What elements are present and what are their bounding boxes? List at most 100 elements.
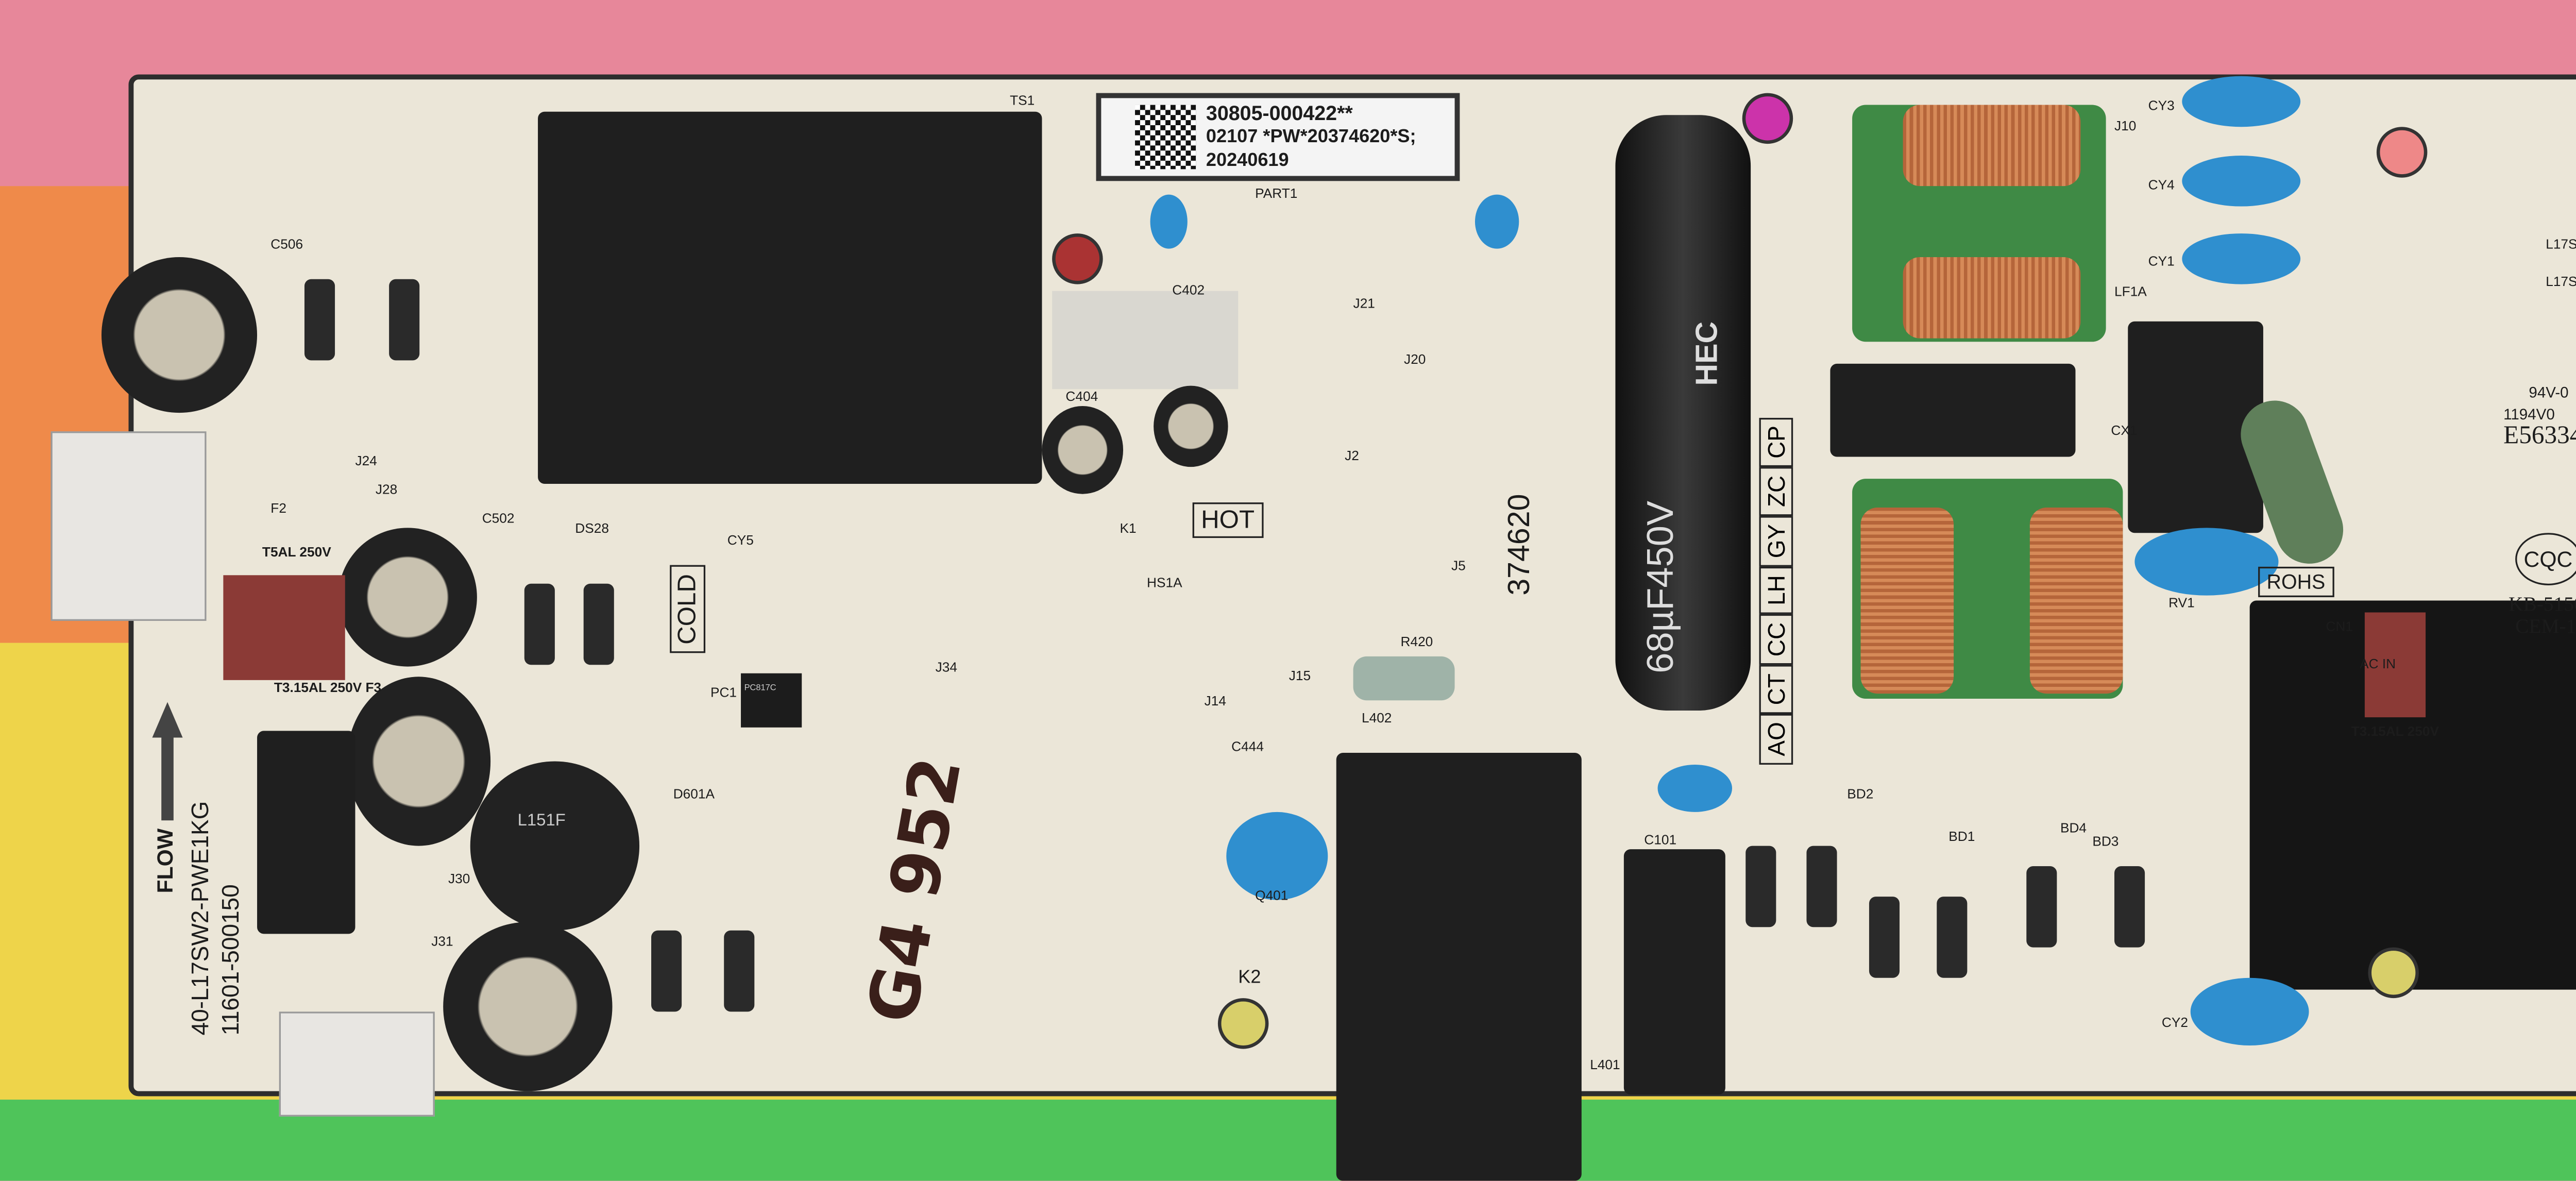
- inductor-marking: L151F: [517, 812, 566, 831]
- ref-pc1: PC1: [710, 685, 737, 701]
- flow-label: FLOW: [152, 828, 178, 893]
- x-capacitor-c402: [1052, 291, 1239, 390]
- qr-code-icon: [1135, 105, 1196, 170]
- inductor-l151f: [470, 761, 640, 931]
- varistor-rv1: [2134, 528, 2279, 596]
- ref-j31: J31: [431, 934, 453, 949]
- label-line1: 30805-000422**: [1206, 101, 1353, 125]
- ref-c404: C404: [1065, 389, 1098, 404]
- output-connector[interactable]: [50, 431, 207, 621]
- code-boxes: AO CT CC LH GY ZC CP: [1759, 417, 1793, 765]
- part-number: 11601-500150: [216, 884, 244, 1036]
- ref-cy4: CY4: [2148, 177, 2175, 193]
- fuse-f2-rating: T5AL 250V: [262, 545, 331, 560]
- ac-in-label: AC IN: [2360, 656, 2396, 672]
- ref-c444: C444: [1231, 739, 1264, 755]
- part1-text: PART1: [1255, 186, 1298, 201]
- ref-rv1: RV1: [2168, 595, 2195, 611]
- ref-k2: K2: [1238, 967, 1261, 988]
- bridge-diode: [1745, 846, 1776, 927]
- hot-zone-label: HOT: [1192, 502, 1263, 538]
- model-number: 40-L17SW2-PWE1KG: [186, 801, 213, 1036]
- ref-l401: L401: [1590, 1057, 1620, 1073]
- optocoupler-pc1: [741, 673, 802, 728]
- csa-rating: 1194V0: [2503, 406, 2555, 423]
- ref-bd1: BD1: [1948, 829, 1975, 845]
- cqc-mark: CQC: [2515, 533, 2576, 585]
- ref-j28: J28: [375, 482, 398, 498]
- bridge-diode-bd4: [2026, 866, 2057, 948]
- ref-c101: C101: [1644, 832, 1677, 848]
- laminate-grade: CEM-1: [2515, 614, 2576, 638]
- ref-j2: J2: [1345, 448, 1359, 464]
- ref-cy3: CY3: [2148, 98, 2175, 113]
- ref-d601a: D601A: [673, 786, 715, 802]
- ref-j15: J15: [1289, 668, 1311, 684]
- ref-ts1: TS1: [1010, 93, 1035, 109]
- laminate-code: KB-5150: [2508, 592, 2576, 616]
- capacitor-c404: [1042, 406, 1124, 494]
- choke-winding: [1903, 105, 2081, 187]
- rohs-label: ROHS: [2258, 566, 2334, 597]
- bridge-diode-bd1: [1937, 897, 1968, 978]
- main-transformer: [538, 111, 1042, 484]
- y-capacitor-cy2: [2190, 977, 2309, 1046]
- signal-connector[interactable]: [279, 1011, 435, 1117]
- y-capacitor-cy1: [2182, 233, 2301, 284]
- y-capacitor-cy4: [2182, 156, 2301, 207]
- ref-ds28: DS28: [575, 521, 609, 536]
- bridge-diode-bd2: [1806, 846, 1837, 927]
- ref-j21: J21: [1353, 296, 1375, 312]
- ref-j24: J24: [355, 453, 377, 469]
- l17sh-label: L17SH: [2546, 237, 2576, 252]
- capacitor-c101: [1623, 849, 1725, 1095]
- ref-bd3: BD3: [2092, 834, 2119, 850]
- board-code: 374620: [1502, 494, 1536, 596]
- label-line2: 02107 *PW*20374620*S;: [1206, 127, 1416, 147]
- capacitor-c502: [338, 528, 477, 667]
- ul-rating: 94V-0: [2529, 384, 2569, 401]
- mounting-hole: [2376, 127, 2428, 178]
- barcode-label: 30805-000422** 02107 *PW*20374620*S; 202…: [1096, 93, 1460, 181]
- ceramic-capacitor-c415: [1475, 194, 1519, 249]
- code-box: GY: [1759, 515, 1793, 567]
- fuse-f2-f3: [223, 575, 345, 680]
- x-capacitor: [1830, 363, 2076, 457]
- ref-lf1a: LF1A: [2114, 284, 2147, 300]
- capacitor-print: 68µF450V: [1639, 500, 1682, 673]
- l17sw-label: L17SW: [2546, 274, 2576, 290]
- ref-j10: J10: [2114, 118, 2137, 134]
- ref-j14: J14: [1204, 694, 1227, 709]
- label-line3: 20240619: [1206, 150, 1289, 171]
- ref-hs1a: HS1A: [1147, 575, 1182, 590]
- mounting-hole: [1052, 233, 1103, 284]
- ceramic-capacitor: [1657, 765, 1732, 812]
- capacitor-brand: HEC: [1689, 321, 1724, 386]
- diode: [389, 279, 420, 361]
- ref-j20: J20: [1404, 351, 1426, 367]
- ref-bd2: BD2: [1847, 786, 1874, 802]
- standby-transformer: [1336, 753, 1582, 1181]
- pwm-ic: [257, 731, 355, 934]
- ref-j5: J5: [1451, 558, 1466, 574]
- ref-j34: J34: [935, 660, 957, 675]
- choke-winding: [2029, 507, 2123, 694]
- code-box: AO: [1759, 713, 1793, 765]
- mounting-hole: [1742, 93, 1793, 144]
- capacitor: [347, 677, 491, 846]
- capacitor: [443, 922, 613, 1091]
- ul-file-number: E56334: [2503, 423, 2576, 450]
- code-box: LH: [1759, 566, 1793, 614]
- capacitor: [1154, 385, 1228, 467]
- y-capacitor-c444: [1226, 812, 1328, 900]
- bridge-diode: [1869, 897, 1900, 978]
- resistor-r420: [1353, 656, 1455, 701]
- mounting-hole: [2368, 947, 2419, 999]
- ref-r420: R420: [1400, 634, 1433, 650]
- code-box: CP: [1759, 417, 1793, 467]
- bridge-diode-bd3: [2114, 866, 2145, 948]
- choke-winding: [1903, 257, 2081, 339]
- diode: [304, 279, 335, 361]
- diode: [651, 930, 682, 1012]
